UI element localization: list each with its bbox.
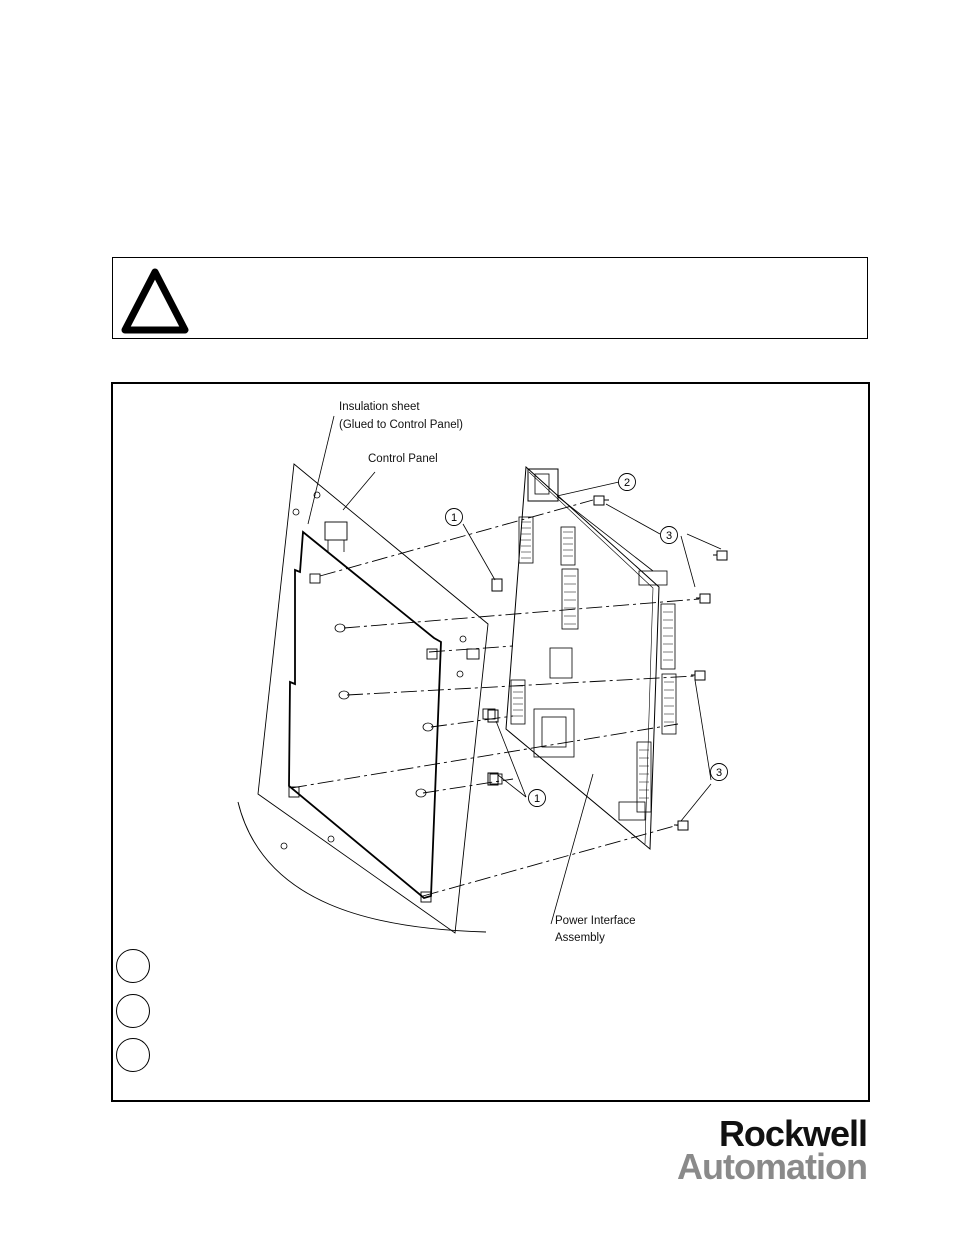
control-panel-outline — [257, 463, 489, 934]
insulation-sheet-outline — [288, 530, 442, 899]
insulation-sheet-note: (Glued to Control Panel) — [339, 419, 464, 431]
logo-line-2: Automation — [677, 1146, 868, 1187]
legend-circle-icon — [116, 1038, 150, 1072]
standoff-icon — [491, 578, 503, 592]
screw-icon — [696, 593, 711, 604]
screw-icon — [713, 550, 728, 561]
rockwell-automation-logo: Rockwell Automation — [615, 1113, 868, 1187]
logo-line-1: Rockwell — [718, 1113, 868, 1154]
legend-circle-icon — [116, 994, 150, 1028]
standoff-icon — [487, 709, 499, 723]
callout-1-top: 1 — [451, 512, 457, 524]
screw-icon — [691, 670, 706, 681]
standoff-icon — [487, 772, 499, 786]
power-interface-label-line2: Assembly — [555, 932, 605, 944]
warning-triangle-icon — [117, 264, 193, 341]
screw-icon — [674, 820, 689, 831]
callout-1-bottom: 1 — [534, 793, 540, 805]
control-panel-label: Control Panel — [368, 453, 438, 465]
exploded-assembly-diagram: 1 2 3 1 3 — [237, 415, 728, 934]
callout-3-top: 3 — [666, 530, 672, 542]
legend-circle-icon — [116, 949, 150, 983]
screw-icon — [593, 495, 609, 506]
power-interface-label-line1: Power Interface — [555, 915, 636, 927]
callout-3-bottom: 3 — [716, 767, 722, 779]
callout-2: 2 — [624, 477, 630, 489]
warning-box — [112, 257, 868, 339]
insulation-sheet-label: Insulation sheet — [339, 401, 420, 413]
power-interface-board — [505, 465, 660, 851]
figure-frame: 1 2 3 1 3 Insulation sheet (Glued to Con… — [111, 382, 870, 1102]
